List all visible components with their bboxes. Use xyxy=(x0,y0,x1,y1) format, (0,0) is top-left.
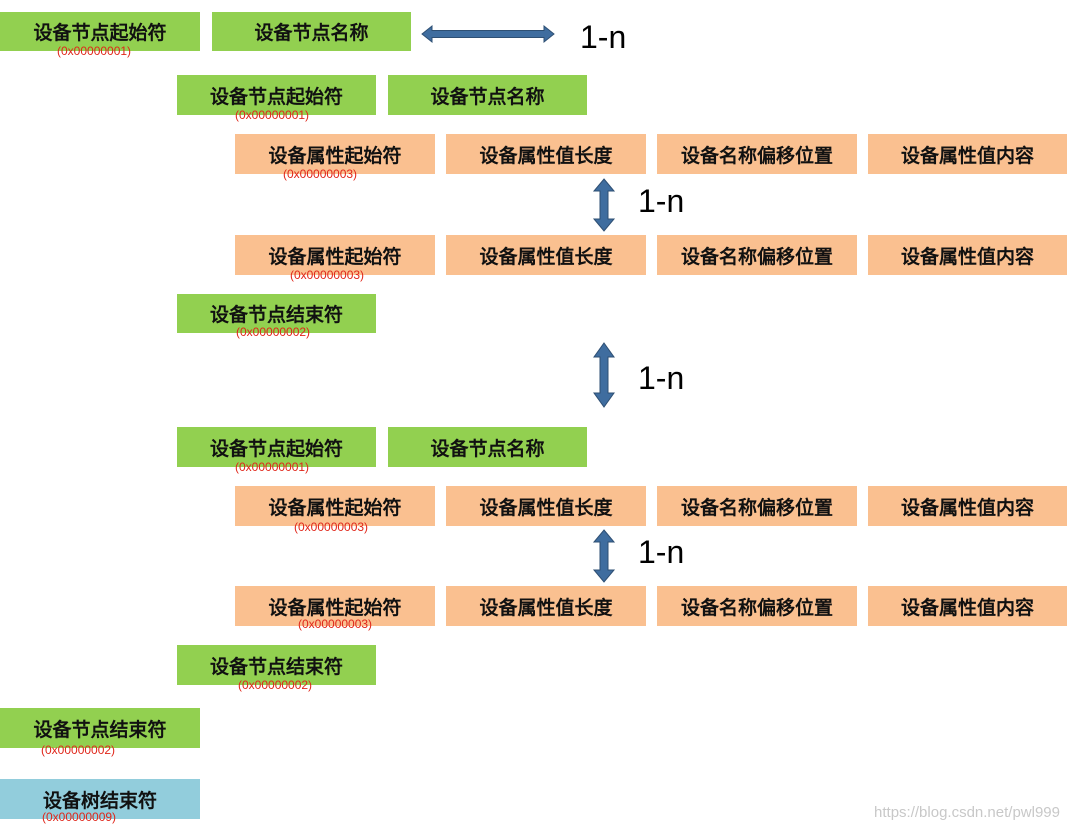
child1-node-end-code: (0x00000002) xyxy=(236,325,311,339)
child1-node-name-box: 设备节点名称 xyxy=(388,75,587,115)
repeat-label-nodes-top: 1-n xyxy=(580,19,627,55)
child1-prop1-offset-box: 设备名称偏移位置 xyxy=(657,134,857,174)
root-node-end-label: 设备节点结束符 xyxy=(33,718,167,741)
child1-prop1-len-box: 设备属性值长度 xyxy=(446,134,646,174)
child2-prop2-value-box: 设备属性值内容 xyxy=(868,586,1067,626)
root-node-end-box: 设备节点结束符 xyxy=(0,708,200,748)
child2-prop1-start-label: 设备属性起始符 xyxy=(268,496,402,519)
vertical-repeat-arrow-props-2 xyxy=(592,529,616,583)
child1-prop1-len-label: 设备属性值长度 xyxy=(479,144,613,167)
child1-prop1-start-box: 设备属性起始符 xyxy=(235,134,435,174)
root-node-end-code: (0x00000002) xyxy=(41,743,116,757)
child2-prop2-offset-label: 设备名称偏移位置 xyxy=(680,596,833,619)
child1-node-start-label: 设备节点起始符 xyxy=(209,85,343,108)
child2-prop2-value-label: 设备属性值内容 xyxy=(900,596,1034,619)
child1-prop2-value-label: 设备属性值内容 xyxy=(900,245,1034,268)
child2-prop2-offset-box: 设备名称偏移位置 xyxy=(657,586,857,626)
child2-prop1-start-box: 设备属性起始符 xyxy=(235,486,435,526)
child2-prop1-offset-box: 设备名称偏移位置 xyxy=(657,486,857,526)
root-node-name-label: 设备节点名称 xyxy=(254,22,369,44)
repeat-label-props-1: 1-n xyxy=(638,183,685,219)
child2-prop1-start-code: (0x00000003) xyxy=(294,520,369,534)
child2-prop2-start-box: 设备属性起始符 xyxy=(235,586,435,626)
child1-prop2-len-label: 设备属性值长度 xyxy=(479,245,613,268)
child1-prop2-offset-box: 设备名称偏移位置 xyxy=(657,235,857,275)
child2-prop2-start-code: (0x00000003) xyxy=(298,617,373,631)
child1-prop2-offset-label: 设备名称偏移位置 xyxy=(680,245,833,268)
repeat-label-nodes-middle: 1-n xyxy=(638,360,685,396)
child1-prop2-start-box: 设备属性起始符 xyxy=(235,235,435,275)
child2-prop2-start-label: 设备属性起始符 xyxy=(268,596,402,619)
child2-node-start-box: 设备节点起始符 xyxy=(177,427,376,467)
child1-prop2-start-label: 设备属性起始符 xyxy=(268,245,402,268)
root-node-start-box: 设备节点起始符 xyxy=(0,12,200,51)
child1-node-name-label: 设备节点名称 xyxy=(430,85,545,108)
child2-node-name-label: 设备节点名称 xyxy=(430,437,545,460)
child1-node-end-label: 设备节点结束符 xyxy=(209,304,343,326)
child2-node-end-code: (0x00000002) xyxy=(238,678,313,692)
child2-node-name-box: 设备节点名称 xyxy=(388,427,587,467)
child2-node-end-box: 设备节点结束符 xyxy=(177,645,376,685)
child1-node-start-code: (0x00000001) xyxy=(235,108,310,122)
child2-prop1-len-label: 设备属性值长度 xyxy=(479,496,613,519)
child2-node-start-code: (0x00000001) xyxy=(235,460,310,474)
child1-prop1-value-label: 设备属性值内容 xyxy=(900,144,1034,167)
child1-prop2-len-box: 设备属性值长度 xyxy=(446,235,646,275)
child1-prop2-start-code: (0x00000003) xyxy=(290,268,365,282)
repeat-label-props-2: 1-n xyxy=(638,534,685,570)
child1-prop1-start-code: (0x00000003) xyxy=(283,167,358,181)
child2-node-end-label: 设备节点结束符 xyxy=(209,655,343,678)
tree-end-label: 设备树结束符 xyxy=(42,789,157,812)
child1-prop2-value-box: 设备属性值内容 xyxy=(868,235,1067,275)
child2-prop1-value-box: 设备属性值内容 xyxy=(868,486,1067,526)
vertical-repeat-arrow-props-1 xyxy=(592,178,616,232)
root-node-start-label: 设备节点起始符 xyxy=(33,22,167,44)
root-node-name-box: 设备节点名称 xyxy=(212,12,411,51)
child2-prop2-len-label: 设备属性值长度 xyxy=(479,596,613,619)
child2-prop1-len-box: 设备属性值长度 xyxy=(446,486,646,526)
child1-node-end-box: 设备节点结束符 xyxy=(177,294,376,333)
child2-prop2-len-box: 设备属性值长度 xyxy=(446,586,646,626)
tree-end-box: 设备树结束符 xyxy=(0,779,200,819)
child1-prop1-value-box: 设备属性值内容 xyxy=(868,134,1067,174)
horizontal-repeat-arrow xyxy=(421,24,555,44)
child1-node-start-box: 设备节点起始符 xyxy=(177,75,376,115)
child2-prop1-offset-label: 设备名称偏移位置 xyxy=(680,496,833,519)
vertical-repeat-arrow-nodes xyxy=(593,342,615,408)
child1-prop1-offset-label: 设备名称偏移位置 xyxy=(680,144,833,167)
child2-prop1-value-label: 设备属性值内容 xyxy=(900,496,1034,519)
child1-prop1-start-label: 设备属性起始符 xyxy=(268,144,402,167)
watermark-text: https://blog.csdn.net/pwl999 xyxy=(874,804,1060,821)
root-node-start-code: (0x00000001) xyxy=(57,44,132,58)
tree-end-code: (0x00000009) xyxy=(42,810,117,824)
child2-node-start-label: 设备节点起始符 xyxy=(209,437,343,460)
